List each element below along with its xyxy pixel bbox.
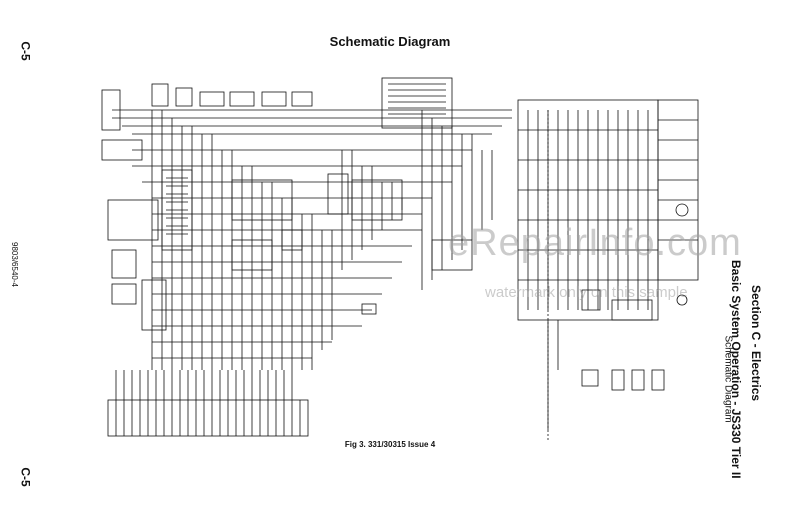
- page-code-bottom: C-5: [18, 467, 33, 487]
- watermark-sub: watermark only on this sample: [485, 284, 688, 301]
- watermark-main: eRepairInfo.com: [448, 222, 742, 264]
- page-code-top: C-5: [18, 41, 33, 61]
- top-connectors: [151, 77, 453, 129]
- left-components: [101, 89, 193, 331]
- schematic-diagram: [101, 77, 699, 440]
- document-number: 9803/6540-4: [9, 242, 19, 287]
- bottom-terminal-strip: [107, 370, 309, 437]
- figure-caption: Fig 3. 331/30315 Issue 4: [344, 440, 436, 449]
- center-relays: [231, 173, 473, 315]
- bottom-right-components: [547, 369, 665, 430]
- section-title: Section C - Electrics: [749, 285, 763, 402]
- page-title: Schematic Diagram: [329, 34, 451, 49]
